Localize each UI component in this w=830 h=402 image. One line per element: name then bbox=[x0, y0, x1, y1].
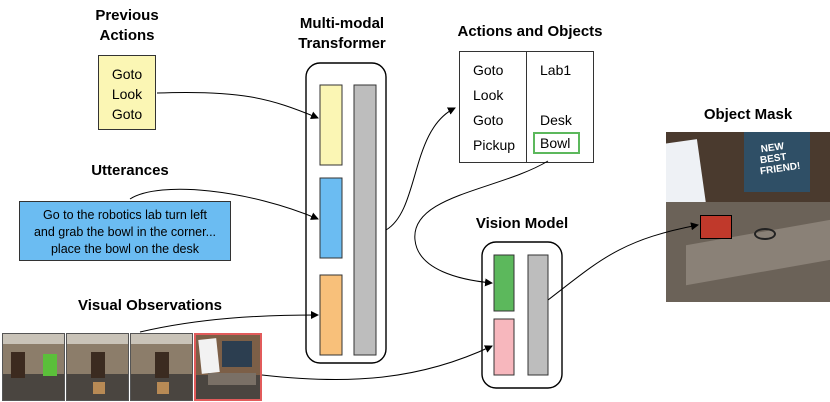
desk bbox=[208, 373, 256, 385]
previous-actions-box: Goto Look Goto bbox=[98, 55, 156, 130]
actions-objects-table: Goto Look Goto Pickup Lab1 Desk Bowl bbox=[459, 51, 594, 163]
object-mask-title: Object Mask bbox=[703, 106, 793, 123]
utterances-title: Utterances bbox=[91, 162, 169, 179]
action-cell: Goto bbox=[473, 62, 504, 78]
utterance-line: place the bowl on the desk bbox=[50, 242, 200, 256]
arrow-visual-to-transformer bbox=[139, 311, 319, 333]
actions-objects-title: Actions and Objects bbox=[457, 23, 603, 40]
transformer-title-line2: Transformer bbox=[298, 35, 386, 52]
visual-frame-1 bbox=[2, 333, 65, 401]
arrow-utterances-to-transformer bbox=[129, 188, 319, 220]
visual-frame-2 bbox=[66, 333, 129, 401]
bowl-mask bbox=[700, 215, 732, 239]
arrow-prev-actions-to-transformer bbox=[156, 91, 319, 120]
previous-actions-title-line1: Previous bbox=[95, 7, 159, 24]
arrow-bowl-to-vision bbox=[414, 160, 549, 287]
transformer-input-blue bbox=[319, 177, 343, 259]
transformer-title: Multi-modal Transformer bbox=[282, 14, 402, 54]
arrow-transformer-to-actions bbox=[385, 107, 456, 231]
previous-action-item: Goto bbox=[111, 106, 143, 122]
monitor bbox=[222, 341, 252, 367]
previous-actions-title-line2: Actions bbox=[99, 27, 155, 44]
vision-model-title: Vision Model bbox=[475, 215, 569, 232]
visual-observations-title: Visual Observations bbox=[78, 297, 222, 314]
action-cell: Look bbox=[473, 87, 504, 103]
transformer-title-line1: Multi-modal bbox=[299, 15, 385, 32]
transformer-input-orange bbox=[319, 274, 343, 356]
previous-action-item: Look bbox=[111, 86, 143, 102]
previous-actions-title: Previous Actions bbox=[82, 6, 172, 46]
highlighted-object-cell: Bowl bbox=[533, 132, 580, 154]
green-locker-icon bbox=[43, 354, 57, 376]
poster: NEW BEST FRIEND! bbox=[744, 132, 810, 192]
arrow-vision-to-mask bbox=[547, 222, 699, 301]
utterances-box: Go to the robotics lab turn left and gra… bbox=[19, 201, 231, 261]
table-divider bbox=[526, 52, 527, 162]
arrow-frame-to-vision bbox=[261, 345, 493, 381]
action-cell: Goto bbox=[473, 112, 504, 128]
transformer-input-yellow bbox=[319, 84, 343, 166]
bowl-icon bbox=[754, 228, 776, 240]
utterance-line: Go to the robotics lab turn left bbox=[43, 208, 207, 222]
utterance-line: and grab the bowl in the corner... bbox=[33, 225, 217, 239]
transformer-output-gray bbox=[353, 84, 377, 356]
object-mask-image: NEW BEST FRIEND! bbox=[666, 132, 830, 302]
vision-output-gray bbox=[527, 254, 549, 376]
vision-input-green bbox=[493, 254, 515, 312]
visual-frame-3 bbox=[130, 333, 193, 401]
action-cell: Pickup bbox=[473, 137, 516, 153]
object-cell: Desk bbox=[540, 112, 572, 128]
vision-input-pink bbox=[493, 318, 515, 376]
visual-frame-4-highlighted bbox=[194, 333, 262, 401]
previous-action-item: Goto bbox=[111, 66, 143, 82]
object-cell: Lab1 bbox=[540, 62, 572, 78]
